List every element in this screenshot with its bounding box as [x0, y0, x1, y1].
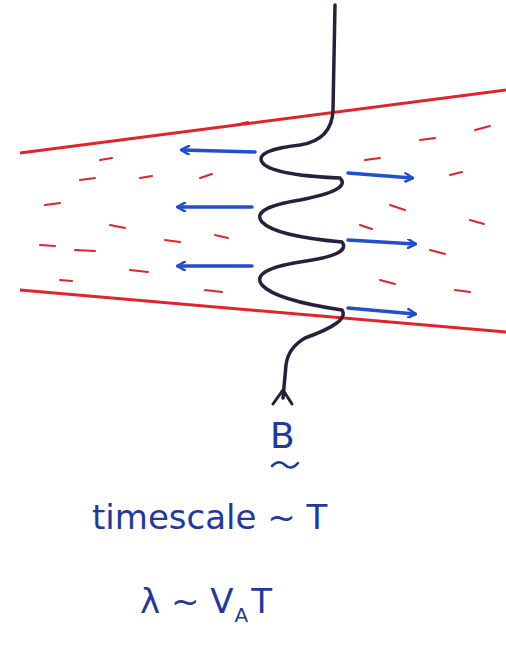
tube-boundary — [20, 290, 506, 332]
plasma-dashes — [40, 122, 490, 292]
tube-boundary — [20, 90, 506, 153]
vector-tilde — [272, 462, 298, 467]
subscript: A — [234, 605, 248, 625]
wavelength-note: λ ~ V — [140, 584, 233, 618]
displacement-arrows — [178, 150, 415, 314]
vector-label: B — [270, 418, 295, 454]
field-line — [260, 5, 344, 398]
field-arrowhead — [273, 390, 292, 404]
wavelength-note: T — [251, 584, 272, 618]
timescale-note: timescale ~ T — [92, 500, 327, 534]
